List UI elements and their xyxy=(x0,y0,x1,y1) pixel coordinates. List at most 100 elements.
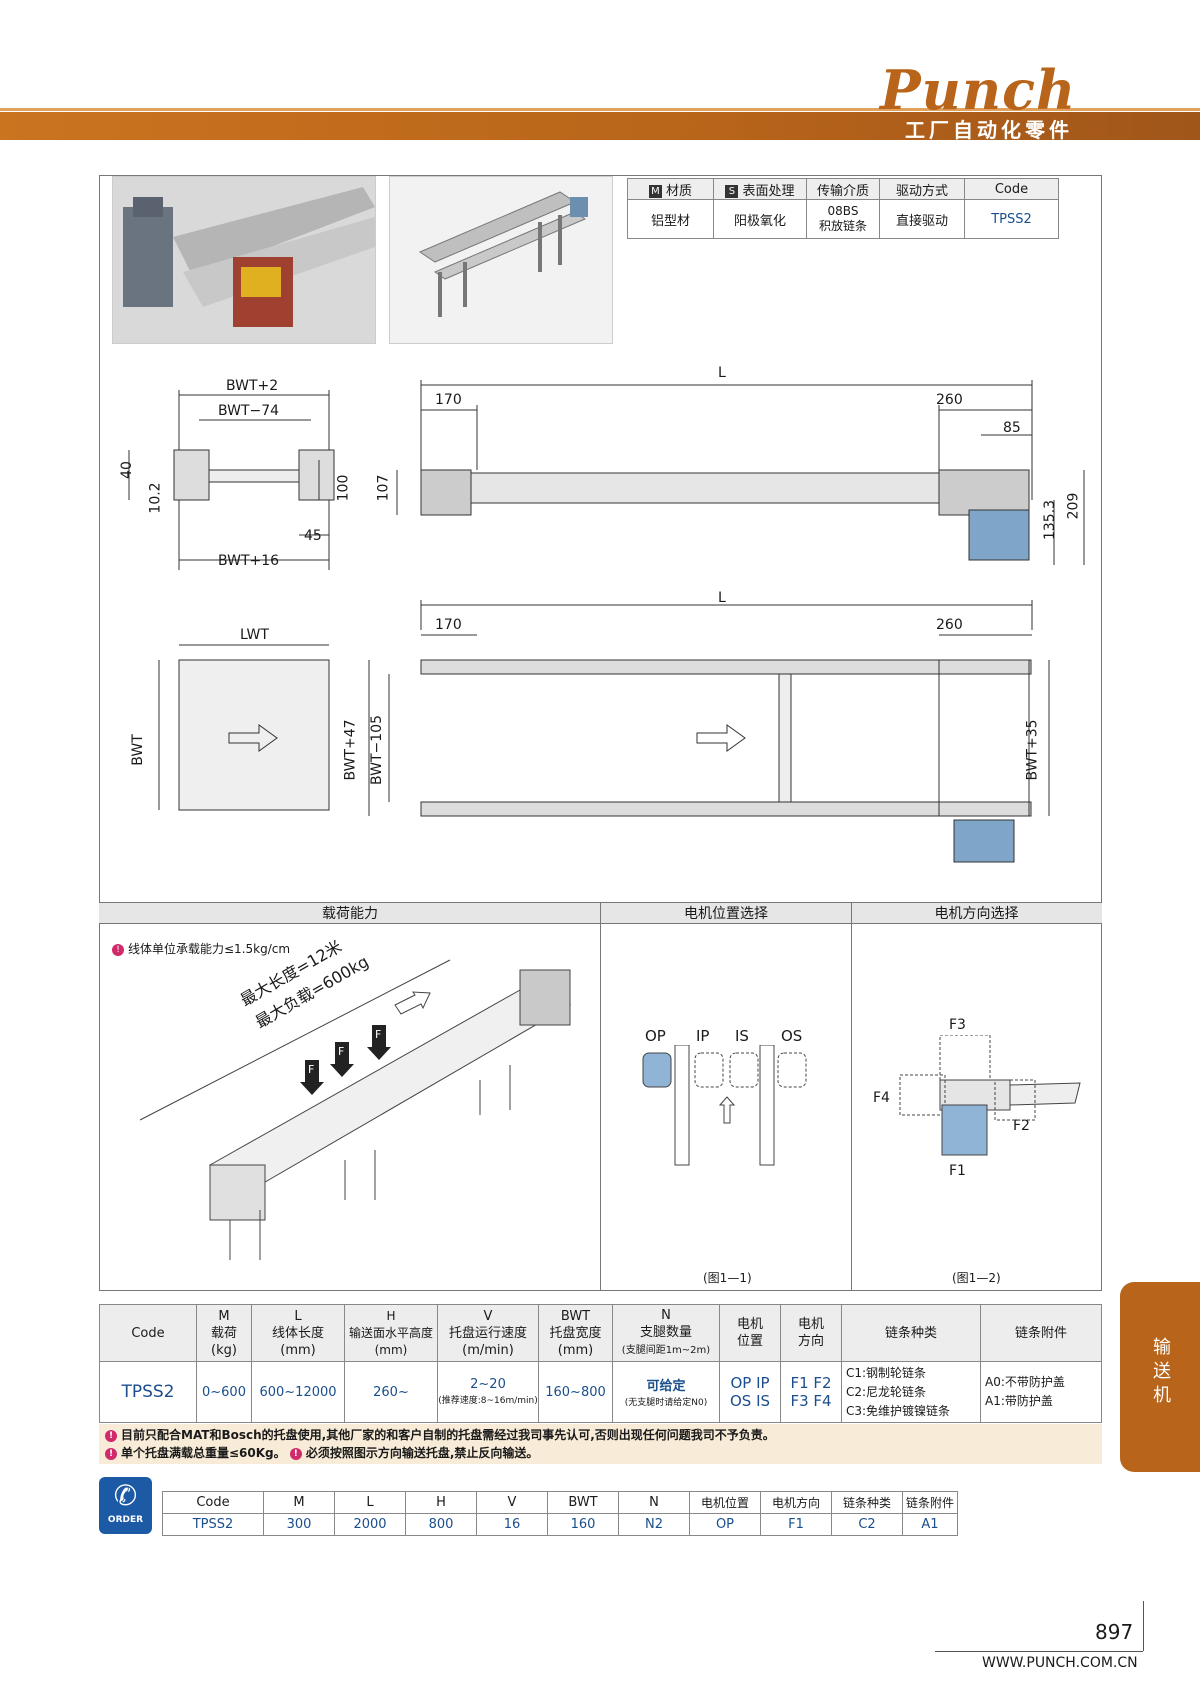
dim-135-3: 135.3 xyxy=(1042,499,1059,541)
dim-lwt: LWT xyxy=(240,627,269,643)
motor-dir-caption: (图1—2) xyxy=(952,1271,1001,1285)
dim-bwt-minus105: BWT−105 xyxy=(368,715,385,785)
divider-1 xyxy=(600,902,601,1291)
motor-direction-diagram xyxy=(899,1035,1081,1156)
warning-icon: ! xyxy=(105,1447,117,1460)
spec-surface: 阳极氧化 xyxy=(713,199,807,239)
order-head-h: H xyxy=(405,1491,477,1514)
order-head-n: N xyxy=(618,1491,690,1514)
warning-icon: ! xyxy=(105,1429,117,1442)
dim-bwt-plus16: BWT+16 xyxy=(218,553,280,569)
header-band xyxy=(0,112,1200,140)
order-l: 2000 xyxy=(334,1513,406,1536)
motor-dir-f2: F2 xyxy=(1013,1118,1030,1134)
order-n: N2 xyxy=(618,1513,690,1536)
motor-position-diagram xyxy=(642,1045,807,1166)
spec-code: TPSS2 xyxy=(964,199,1059,239)
dim-260-bottom: 260 xyxy=(936,617,963,633)
order-motor-dir: F1 xyxy=(760,1513,832,1536)
dim-85: 85 xyxy=(1003,420,1021,436)
order-code: TPSS2 xyxy=(162,1513,264,1536)
dim-40: 40 xyxy=(118,461,135,479)
order-example-table: Code M L H V BWT N 电机位置 电机方向 链条种类 链条附件 T… xyxy=(162,1491,958,1536)
product-photo-closeup xyxy=(112,176,376,344)
param-head-motor-pos: 电机位置 xyxy=(719,1304,781,1362)
dim-209: 209 xyxy=(1065,492,1082,520)
order-head-attach: 链条附件 xyxy=(902,1491,958,1514)
material-mark-icon: M xyxy=(648,184,662,198)
dim-bwt: BWT xyxy=(129,734,146,766)
force-label-2: F xyxy=(338,1045,345,1058)
param-code: TPSS2 xyxy=(99,1361,197,1423)
order-attach: A1 xyxy=(902,1513,958,1536)
technical-drawing xyxy=(128,380,1085,863)
header-accent-line xyxy=(0,108,1200,111)
footer-url[interactable]: WWW.PUNCH.COM.CN xyxy=(982,1655,1138,1671)
order-head-motor-pos: 电机位置 xyxy=(689,1491,761,1514)
order-motor-pos: OP xyxy=(689,1513,761,1536)
notes-box: !目前只配合MAT和Bosch的托盘使用,其他厂家的和客户自制的托盘需经过我司事… xyxy=(99,1424,1102,1464)
order-head-m: M xyxy=(263,1491,335,1514)
note-2-3: !单个托盘满载总重量≤60Kg。 !必须按照图示方向输送托盘,禁止反向输送。 xyxy=(105,1444,1096,1462)
load-note: !线体单位承载能力≤1.5kg/cm xyxy=(112,940,290,957)
dim-107: 107 xyxy=(375,474,392,502)
motor-pos-op: OP xyxy=(645,1027,666,1045)
order-head-bwt: BWT xyxy=(547,1491,619,1514)
force-label-3: F xyxy=(375,1028,382,1041)
param-head-attach: 链条附件 xyxy=(980,1304,1102,1362)
dim-L-bottom: L xyxy=(718,590,726,606)
param-m: 0~600 xyxy=(196,1361,252,1423)
conveyor-closeup-illustration xyxy=(113,177,375,343)
motor-pos-os: OS xyxy=(781,1027,803,1045)
dim-100: 100 xyxy=(335,474,352,502)
dim-260-top: 260 xyxy=(936,392,963,408)
param-head-motor-dir: 电机方向 xyxy=(780,1304,842,1362)
order-icon: ✆ ORDER xyxy=(99,1477,152,1534)
category-side-tab[interactable]: 输送机 xyxy=(1120,1282,1200,1472)
section-motor-position: 电机位置选择 xyxy=(601,902,851,924)
spec-header-medium: 传输介质 xyxy=(806,178,880,200)
force-label-1: F xyxy=(308,1063,315,1076)
param-bwt: 160~800 xyxy=(538,1361,613,1423)
order-v: 16 xyxy=(476,1513,548,1536)
param-head-code: Code xyxy=(99,1304,197,1362)
dim-10-2: 10.2 xyxy=(147,482,164,514)
param-v: 2~20(推荐速度:8~16m/min) xyxy=(437,1361,539,1423)
order-head-l: L xyxy=(334,1491,406,1514)
note-1: !目前只配合MAT和Bosch的托盘使用,其他厂家的和客户自制的托盘需经过我司事… xyxy=(105,1426,1096,1444)
footer-divider xyxy=(1143,1601,1144,1651)
dim-bwt-plus2: BWT+2 xyxy=(226,378,279,394)
motor-pos-ip: IP xyxy=(696,1027,710,1045)
motor-dir-f3: F3 xyxy=(949,1017,966,1033)
footer-rule xyxy=(935,1651,1143,1652)
load-illustration xyxy=(139,959,572,1260)
param-h: 260~ xyxy=(344,1361,438,1423)
section-motor-direction: 电机方向选择 xyxy=(851,902,1102,924)
conveyor-overview-illustration xyxy=(418,191,588,317)
spec-drive: 直接驱动 xyxy=(879,199,965,239)
motor-dir-f4: F4 xyxy=(873,1090,890,1106)
warning-icon: ! xyxy=(289,1447,302,1460)
section-load: 载荷能力 xyxy=(99,902,601,924)
order-h: 800 xyxy=(405,1513,477,1536)
param-n: 可给定(无支腿时请给定N0) xyxy=(612,1361,720,1423)
page-number: 897 xyxy=(1095,1620,1134,1644)
spec-material: 铝型材 xyxy=(627,199,714,239)
dim-bwt-minus74: BWT−74 xyxy=(218,403,280,419)
spec-header-drive: 驱动方式 xyxy=(879,178,965,200)
motor-dir-f1: F1 xyxy=(949,1163,966,1179)
dim-bwt-plus47: BWT+47 xyxy=(342,719,359,781)
order-m: 300 xyxy=(263,1513,335,1536)
